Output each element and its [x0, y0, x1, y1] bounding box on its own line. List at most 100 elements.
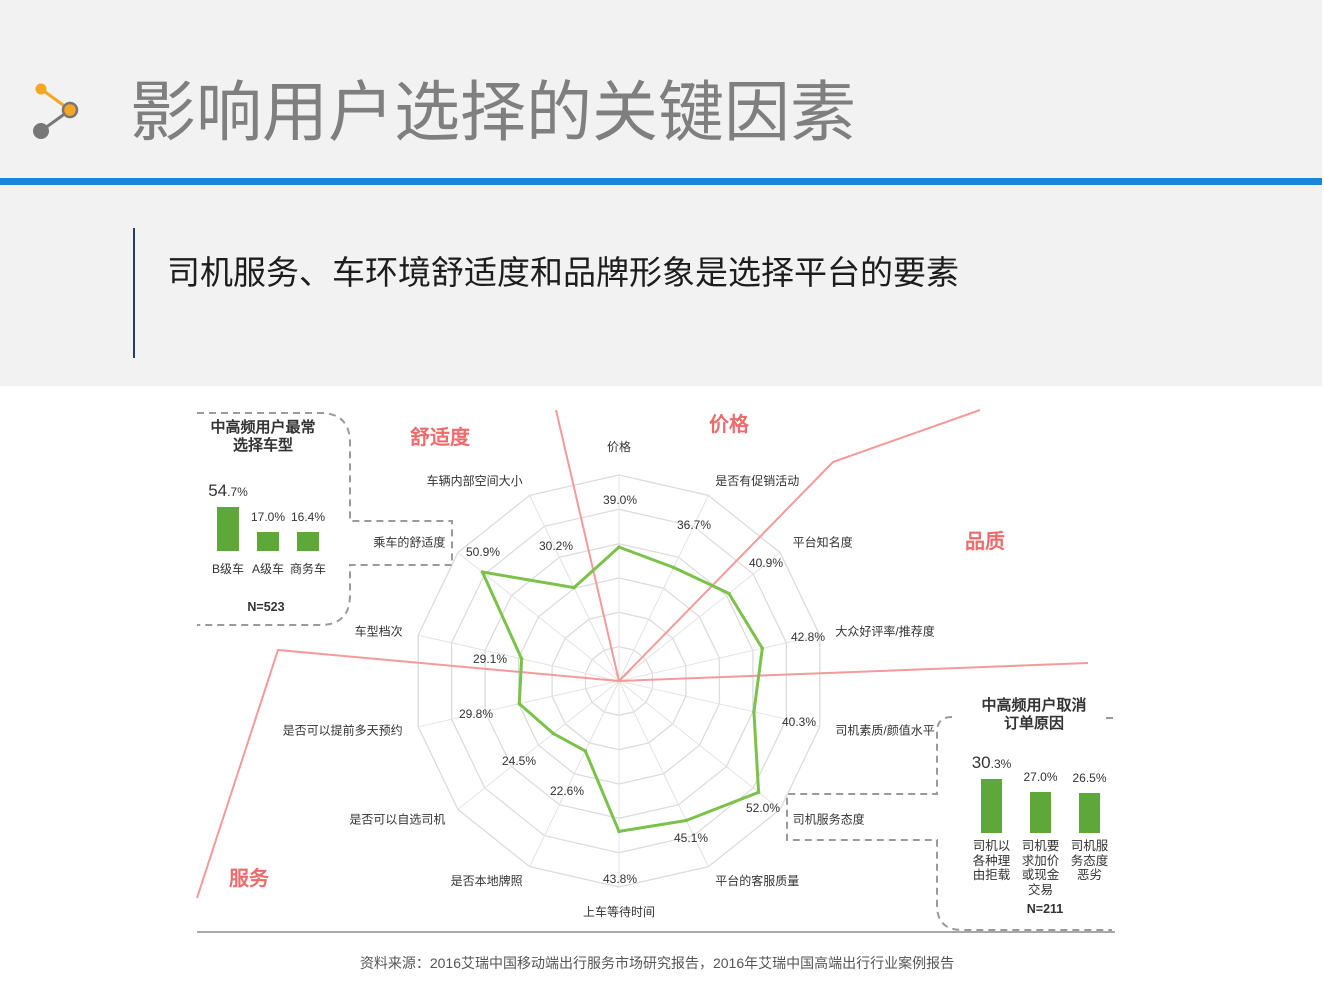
group-divider [618, 409, 981, 682]
bar-value-label: 54.7% [208, 480, 248, 500]
icon-node [35, 83, 47, 95]
radar-data-point [617, 545, 621, 549]
page-title: 影响用户选择的关键因素 [130, 75, 856, 149]
bar [257, 531, 279, 551]
bar-column: 17.0% [248, 460, 288, 551]
group-divider [555, 409, 620, 682]
radar-spoke [529, 680, 620, 867]
header-divider [0, 178, 1322, 185]
radar-value-label: 52.0% [746, 801, 780, 815]
radar-spoke [618, 634, 820, 682]
group-divider [196, 648, 620, 899]
radar-data-point [617, 829, 621, 834]
category-label: 司机要求加价或现金交易 [1021, 839, 1060, 897]
radar-value-label: 29.1% [473, 652, 507, 666]
category-label-cell: 司机要求加价或现金交易 [1016, 839, 1065, 897]
inset-title: 中高频用户最常选择车型 [210, 419, 316, 454]
cancel-reason-inset-border [786, 716, 1115, 931]
radar-value-label: 50.9% [466, 545, 500, 559]
bar-column: 54.7% [208, 460, 248, 551]
bar-area: 30.3% 27.0% 26.5% [967, 735, 1114, 833]
radar-data-point [727, 591, 731, 596]
radar-value-label: 40.3% [782, 715, 816, 729]
category-label: A级车 [251, 562, 284, 576]
bar-value-label: 27.0% [1023, 769, 1058, 784]
category-label: 司机以各种理由拒载 [972, 839, 1011, 882]
group-dividers [196, 409, 1089, 899]
radar-spoke [418, 634, 620, 682]
bar [981, 779, 1002, 833]
bar [217, 506, 239, 551]
radar-axis-label: 司机素质/颜值水平 [835, 722, 934, 737]
bar-value-label: 17.0% [250, 509, 286, 524]
radar-data-point [760, 646, 765, 651]
category-label-cell: A级车 [248, 561, 288, 577]
radar-data-point [756, 790, 761, 795]
connected-nodes-icon [33, 83, 79, 139]
radar-data-point [684, 818, 688, 823]
radar-value-label: 42.8% [791, 630, 825, 644]
radar-labels: 价格是否有促销活动平台知名度大众好评率/推荐度司机素质/颜值水平司机服务态度平台… [283, 439, 935, 919]
radar-axis-label: 平台的客服质量 [715, 873, 799, 888]
radar-data-point [572, 585, 576, 590]
radar-spoke [618, 680, 820, 728]
vehicle-type-inset-border [197, 412, 453, 626]
group-label: 服务 [229, 866, 270, 890]
radar-axis-label: 乘车的舒适度 [373, 535, 445, 550]
radar-series [480, 545, 765, 834]
sample-size: N=523 [247, 600, 285, 614]
category-label-cell: 司机服务态度恶劣 [1065, 839, 1114, 897]
group-label: 品质 [965, 530, 1005, 553]
group-label: 价格 [709, 412, 750, 436]
category-label-cell: B级车 [208, 561, 248, 577]
radar-axis-label: 平台知名度 [793, 535, 853, 550]
radar-axis-label: 大众好评率/推荐度 [835, 624, 934, 639]
radar-data-point [752, 710, 756, 714]
radar-axis-label: 是否可以自选司机 [349, 812, 445, 826]
group-divider [618, 662, 1089, 682]
radar-value-label: 39.0% [603, 493, 637, 507]
radar-value-label: 43.8% [603, 872, 637, 886]
category-labels: 司机以各种理由拒载司机要求加价或现金交易司机服务态度恶劣 [967, 839, 1114, 897]
page-subtitle: 司机服务、车环境舒适度和品牌形象是选择平台的要素 [167, 254, 959, 291]
radar-axis-label: 是否可以提前多天预约 [283, 722, 403, 737]
sample-size: N=211 [1026, 902, 1064, 916]
bar-value-label: 30.3% [971, 753, 1012, 773]
radar-spoke [618, 680, 709, 867]
category-label: 商务车 [289, 562, 326, 576]
radar-spoke [618, 495, 709, 682]
radar-value-label: 40.9% [749, 556, 783, 570]
radar-value-label: 36.7% [677, 518, 711, 532]
radar-axis-label: 是否有促销活动 [715, 474, 799, 488]
icon-node [61, 101, 79, 119]
radar-spoke [618, 680, 781, 810]
category-label: 司机服务态度恶劣 [1070, 839, 1109, 882]
bar-column: 26.5% [1065, 735, 1114, 833]
category-label-cell: 司机以各种理由拒载 [967, 839, 1016, 897]
radar-axis-label: 车辆内部空间大小 [427, 473, 523, 488]
radar-data-point [583, 749, 588, 753]
bar-column: 30.3% [967, 735, 1016, 833]
radar-data-point [480, 570, 485, 574]
bar-column: 16.4% [288, 460, 328, 551]
radar-data-point [517, 702, 522, 706]
inset-title: 中高频用户取消订单原因 [981, 697, 1087, 732]
radar-value-label: 45.1% [674, 831, 708, 845]
radar-axis-label: 上车等待时间 [583, 904, 655, 919]
bar [297, 532, 319, 551]
bar-area: 54.7%17.0%16.4% [208, 460, 328, 551]
radar-value-label: 30.2% [539, 539, 573, 553]
bar-value-label: 26.5% [1072, 771, 1107, 786]
radar-value-label: 24.5% [502, 754, 536, 768]
source-note: 资料来源：2016艾瑞中国移动端出行服务市场研究报告，2016年艾瑞中国高端出行… [359, 955, 955, 971]
radar-axis-label: 司机服务态度 [793, 811, 865, 826]
radar-value-label: 22.6% [550, 784, 584, 798]
radar-spoke [457, 680, 620, 810]
radar-axis-label: 是否本地牌照 [451, 874, 523, 888]
radar-data-point [551, 731, 555, 736]
bar [1079, 793, 1100, 833]
radar-axis-label: 车型档次 [355, 624, 403, 639]
